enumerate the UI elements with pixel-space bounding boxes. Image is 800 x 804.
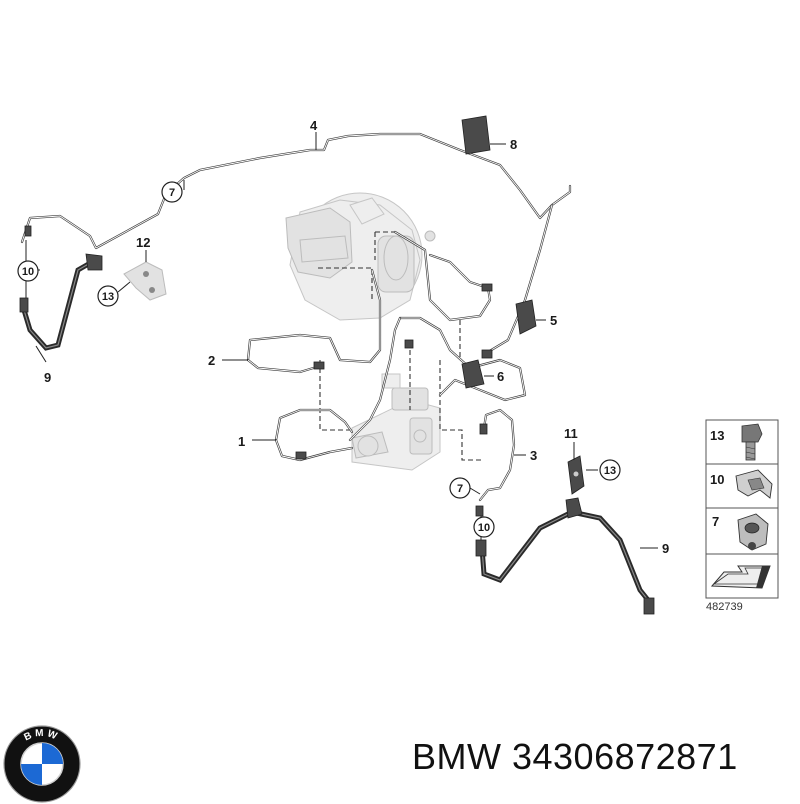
brake-pipe-1: [274, 408, 354, 462]
svg-text:BMW: BMW: [22, 728, 61, 744]
parts-legend: 13 10 7: [705, 419, 779, 613]
legend-item-arrow: [710, 565, 771, 589]
brand-part-number: BMW 34306872871: [412, 736, 738, 777]
svg-text:13: 13: [102, 291, 114, 303]
brake-pipe-3: [478, 408, 516, 502]
callout-9-left: 9: [44, 370, 51, 385]
svg-text:7: 7: [457, 483, 463, 495]
callout-8: 8: [510, 137, 517, 152]
callout-6: 6: [497, 369, 504, 384]
pipe-fittings: [24, 225, 493, 517]
bracket-11: [567, 455, 585, 495]
callout-9-right: 9: [662, 541, 669, 556]
part-5-bracket: [515, 299, 537, 335]
bracket-clip-icon: [735, 469, 773, 499]
bracket-12: [123, 261, 167, 301]
circled-callout-13-left: 13: [97, 285, 119, 307]
part-8-pad: [461, 115, 491, 155]
bmw-logo: BMW: [3, 725, 81, 803]
callout-12: 12: [136, 235, 150, 250]
circled-callout-7-top: 7: [161, 181, 183, 203]
brake-booster-ghost: [285, 192, 436, 321]
pipe-clip-icon: [737, 513, 769, 551]
svg-text:13: 13: [710, 428, 724, 443]
callout-4: 4: [310, 118, 318, 133]
dashed-connection-lines: [318, 231, 482, 461]
diagram-id: 482739: [706, 601, 743, 613]
legend-item-13: 13: [710, 423, 763, 461]
callout-numbers: 4 8 5 6 2 1 3 11 12 9 9: [44, 118, 669, 556]
circled-callout-13-right: 13: [599, 459, 621, 481]
abs-unit-ghost: [351, 373, 441, 471]
legend-item-10: 10: [710, 469, 773, 499]
circled-callout-10-left: 10: [17, 260, 39, 282]
svg-text:10: 10: [710, 472, 724, 487]
brake-pipe-4: [20, 132, 572, 354]
callout-11: 11: [564, 426, 578, 441]
arrow-indicator-icon: [710, 565, 771, 589]
svg-text:13: 13: [604, 465, 616, 477]
part-6-clip: [461, 349, 493, 389]
circled-callout-10-right: 10: [473, 516, 495, 538]
svg-text:7: 7: [169, 187, 175, 199]
svg-text:7: 7: [712, 514, 719, 529]
callout-2: 2: [208, 353, 215, 368]
callout-1: 1: [238, 434, 245, 449]
callout-3: 3: [530, 448, 537, 463]
legend-item-7: 7: [712, 513, 769, 551]
bolt-icon: [741, 423, 763, 461]
brake-pipe-2: [246, 268, 382, 374]
brake-hose-left: [19, 240, 103, 351]
circled-callouts: 7 7 10 10 13 13: [17, 181, 621, 538]
svg-text:10: 10: [22, 266, 34, 278]
leader-lines: [30, 132, 658, 549]
circled-callout-7-bottom: 7: [449, 477, 471, 499]
brake-hose-right: [475, 497, 655, 615]
svg-text:10: 10: [478, 522, 490, 534]
brake-pipes-booster: [348, 230, 527, 442]
callout-5: 5: [550, 313, 557, 328]
